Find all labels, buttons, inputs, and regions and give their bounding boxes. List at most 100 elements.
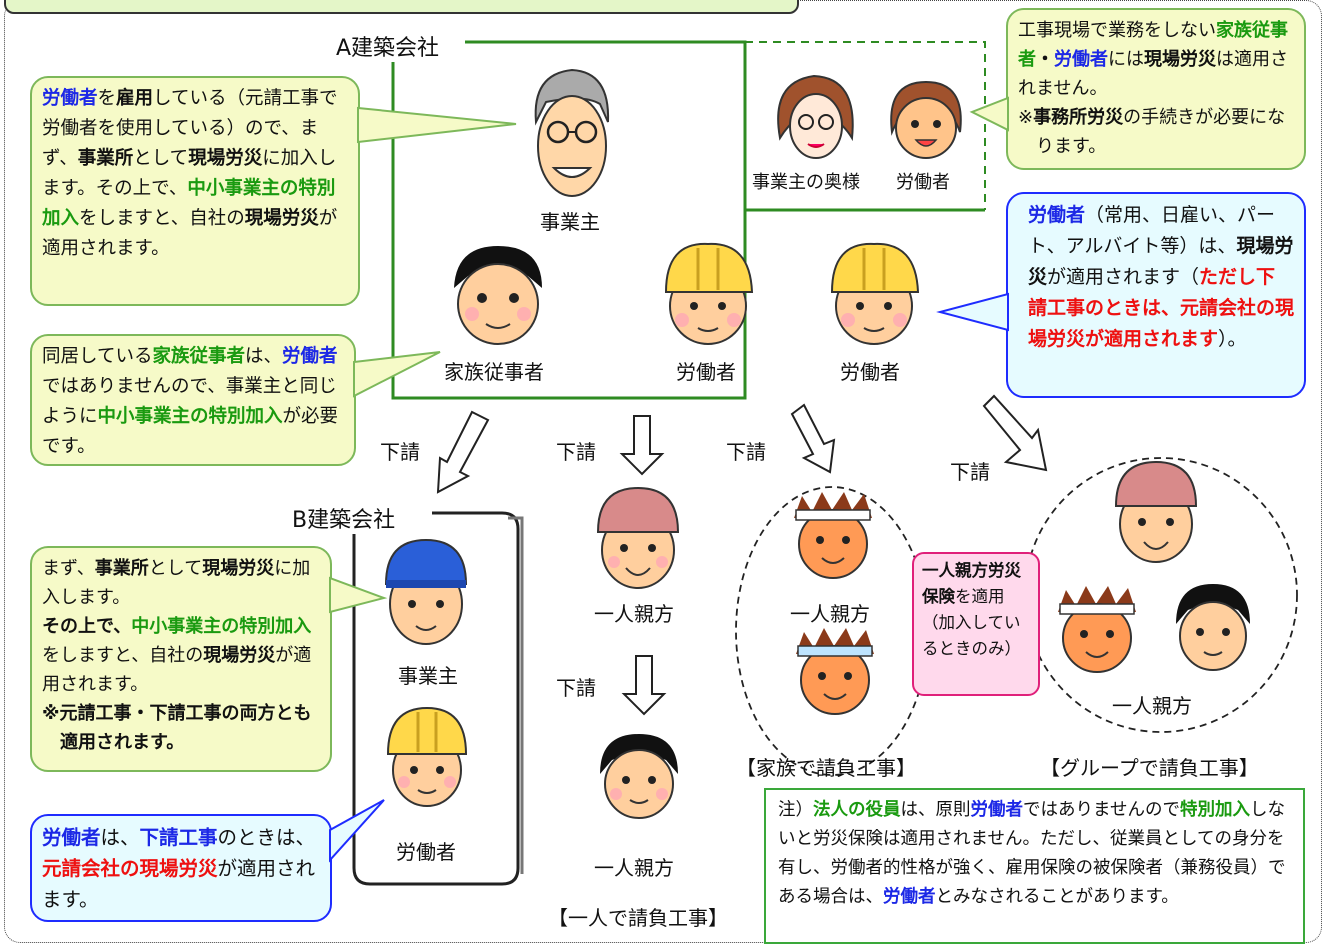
family-solo-face bbox=[794, 492, 872, 579]
text-segment: ただし下請工事のときは、元請会社の現場労災が適用されます bbox=[1028, 266, 1295, 350]
text-segment: 事業所 bbox=[77, 148, 134, 169]
text-segment: は、 bbox=[244, 346, 282, 367]
text-segment: 中小事業主の特別加入 bbox=[42, 178, 336, 229]
text-segment: している（元請工事で労働者を使用している）ので、まず、 bbox=[42, 88, 338, 169]
owner-b-label: 事業主 bbox=[398, 664, 458, 688]
family-solo-label: 一人親方 bbox=[790, 602, 870, 626]
text-segment: が必要です。 bbox=[42, 406, 339, 457]
worker-1-face bbox=[664, 242, 754, 345]
text-segment: として bbox=[148, 558, 203, 579]
office-worker-face bbox=[890, 80, 962, 159]
text-segment: 元請会社の現場労災 bbox=[42, 857, 218, 880]
text-segment: は、 bbox=[100, 826, 140, 849]
header-bar bbox=[4, 0, 799, 14]
text-segment: 現場労災 bbox=[188, 148, 263, 169]
text-segment: を bbox=[97, 88, 117, 109]
text-segment: 下請工事 bbox=[139, 826, 218, 849]
solo-1-label: 一人親方 bbox=[594, 602, 674, 626]
solo-2-label: 一人親方 bbox=[594, 856, 674, 880]
text-segment: の手続きが必要になります。 bbox=[1036, 107, 1286, 157]
text-segment: しないと労災保険は適用されません。ただし、従業員としての身分を有し、労働者的性格… bbox=[778, 800, 1286, 907]
text-segment: 労働者 bbox=[883, 887, 936, 907]
text-segment: （常用、日雇い、パート、アルバイト等）は、 bbox=[1028, 204, 1276, 257]
text-segment: 現場労災 bbox=[203, 645, 276, 666]
text-segment: 工事現場で業務をしない bbox=[1018, 20, 1216, 41]
solo-1-face bbox=[596, 486, 680, 589]
worker-1-label: 労働者 bbox=[676, 360, 736, 384]
text-segment: 家族従事者 bbox=[1018, 20, 1288, 70]
text-segment: 中小事業主の特別加入 bbox=[131, 616, 312, 637]
a-workers-bubble: 労働者（常用、日雇い、パート、アルバイト等）は、現場労災が適用されます（ただし下… bbox=[1006, 192, 1306, 398]
text-segment: 現場労災 bbox=[244, 208, 319, 229]
worker-2-face bbox=[830, 242, 920, 345]
group-solo-label: 一人親方 bbox=[1112, 694, 1192, 718]
owner-a-label: 事業主 bbox=[540, 210, 600, 234]
text-segment: に加入します。 bbox=[42, 558, 311, 608]
text-segment: 労働者 bbox=[970, 800, 1024, 820]
text-segment: 注） bbox=[778, 800, 813, 820]
company-a-label: A建築会社 bbox=[332, 30, 444, 62]
family-worker-label: 家族従事者 bbox=[444, 360, 544, 384]
text-segment: 家族従事者 bbox=[152, 346, 245, 367]
owners-wife-label: 事業主の奥様 bbox=[752, 172, 860, 193]
solo-2-face bbox=[600, 734, 678, 819]
office-worker-label: 労働者 bbox=[896, 172, 950, 193]
text-segment: 同居している bbox=[42, 346, 153, 367]
text-segment: として bbox=[133, 148, 189, 169]
text-segment: 事業所 bbox=[94, 558, 149, 579]
group-leader-face bbox=[1114, 460, 1198, 563]
a-owner-bubble: 労働者を雇用している（元請工事で労働者を使用している）ので、まず、事業所として現… bbox=[30, 76, 360, 306]
text-segment: ではありませんので、事業主と同じように bbox=[42, 376, 337, 427]
owner-b-face bbox=[384, 538, 468, 645]
text-segment: をしますと、自社の bbox=[79, 208, 245, 229]
text-segment: 労働者 bbox=[42, 826, 101, 849]
text-segment: をしますと、自社の bbox=[42, 645, 204, 666]
owners-wife-face bbox=[777, 74, 854, 159]
text-segment: 労働者 bbox=[281, 346, 338, 367]
text-segment: は適用されません。 bbox=[1018, 49, 1288, 99]
case-solo-caption: 【一人で請負工事】 bbox=[548, 906, 728, 930]
text-segment: 事務所労災 bbox=[1033, 107, 1124, 128]
a-family-bubble: 同居している家族従事者は、労働者ではありませんので、事業主と同じように中小事業主… bbox=[30, 334, 356, 466]
text-segment: 労働者 bbox=[42, 88, 98, 109]
b-worker-bubble: 労働者は、下請工事のときは、元請会社の現場労災が適用されます。 bbox=[30, 814, 332, 922]
text-segment: を適用（加入しているときのみ） bbox=[922, 587, 1021, 658]
text-segment: には bbox=[1108, 49, 1144, 70]
text-segment: 雇用 bbox=[116, 88, 154, 109]
text-segment: 中小事業主の特別加入 bbox=[97, 406, 283, 427]
office-bubble: 工事現場で業務をしない家族従事者・労働者には現場労災は適用されません。 ※事務所… bbox=[1006, 8, 1306, 170]
text-segment: ※ bbox=[1018, 107, 1034, 128]
text-segment: のときは、 bbox=[217, 826, 316, 849]
text-segment: が適用されます。 bbox=[42, 645, 312, 695]
text-segment: まず、 bbox=[42, 558, 95, 579]
text-segment: 特別加入 bbox=[1179, 800, 1250, 820]
b-owner-bubble: まず、事業所として現場労災に加入します。 その上で、中小事業主の特別加入をします… bbox=[30, 546, 332, 772]
text-segment: とみなされることがあります。 bbox=[935, 887, 1179, 907]
subcontract-label-2: 下請 bbox=[556, 440, 596, 464]
text-segment: 現場労災 bbox=[1144, 49, 1216, 70]
legal-note-box: 注）法人の役員は、原則労働者ではありませんので特別加入しないと労災保険は適用され… bbox=[764, 788, 1305, 944]
text-segment: 現場労災 bbox=[202, 558, 275, 579]
text-segment: その上で、 bbox=[42, 616, 132, 637]
text-segment: が適用されます。 bbox=[42, 857, 316, 911]
group-member-2-face bbox=[1176, 584, 1250, 671]
subcontract-label-5: 下請 bbox=[556, 676, 596, 700]
case-group-caption: 【グループで請負工事】 bbox=[1040, 756, 1259, 780]
subcontract-label-1: 下請 bbox=[380, 440, 420, 464]
subcontract-label-3: 下請 bbox=[726, 440, 766, 464]
text-segment: ）。 bbox=[1218, 328, 1247, 350]
text-segment: 労働者 bbox=[1054, 49, 1108, 70]
text-segment: に加入します。その上で、 bbox=[42, 148, 337, 199]
text-segment: 労働者 bbox=[1028, 204, 1086, 226]
b-owner-note: ※元請工事・下請工事の両方とも適用されます。 bbox=[42, 703, 312, 753]
company-b-label: B建築会社 bbox=[288, 502, 400, 534]
subcontract-label-4: 下請 bbox=[950, 460, 990, 484]
text-segment: ・ bbox=[1036, 49, 1054, 70]
text-segment: は、原則 bbox=[900, 800, 971, 820]
case-family-caption: 【家族で請負工事】 bbox=[736, 756, 916, 780]
solo-insurance-bubble: 一人親方労災保険を適用（加入しているときのみ） bbox=[912, 552, 1040, 696]
family-worker-face bbox=[454, 246, 542, 345]
worker-b-face bbox=[386, 706, 468, 807]
text-segment: 一人親方労災保険 bbox=[922, 561, 1021, 606]
text-segment: 法人の役員 bbox=[813, 800, 901, 820]
